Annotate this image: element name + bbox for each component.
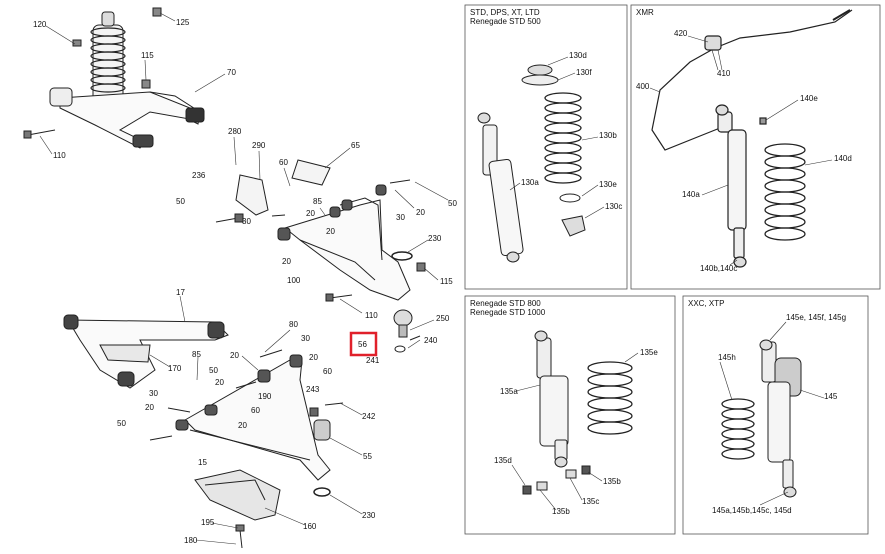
label-115: 115: [440, 277, 453, 286]
label-30: 30: [301, 334, 310, 343]
label-50: 50: [117, 419, 126, 428]
label-130a: 130a: [521, 178, 539, 187]
label-30: 30: [242, 217, 251, 226]
label-135e: 135e: [640, 348, 658, 357]
panel-std-subtitle: Renegade STD 500: [470, 17, 541, 26]
panel-xmr-title: XMR: [636, 8, 654, 17]
label-410: 410: [717, 69, 731, 78]
label-135b: 135b: [552, 507, 570, 516]
label-170: 170: [168, 364, 182, 373]
label-20: 20: [282, 257, 291, 266]
label-420: 420: [674, 29, 688, 38]
label-135b: 135b: [603, 477, 621, 486]
main-labels: 120 125 115 70 110 280 290 60 65 236 50 …: [33, 18, 457, 545]
label-242: 242: [362, 412, 376, 421]
middle-upper-arm-assembly: [215, 159, 426, 353]
panel-xmr: XMR: [630, 4, 881, 290]
panel-ren800-title: Renegade STD 800: [470, 299, 541, 308]
label-110: 110: [53, 151, 66, 160]
highlight-box: [349, 331, 378, 357]
lower-a-arm-assembly: [149, 349, 344, 549]
label-145efg: 145e, 145f, 145g: [786, 313, 846, 322]
label-30: 30: [396, 213, 405, 222]
label-65: 65: [351, 141, 360, 150]
label-50: 50: [448, 199, 457, 208]
label-20: 20: [309, 353, 318, 362]
panel-xxc-title: XXC, XTP: [688, 299, 724, 308]
label-280: 280: [228, 127, 242, 136]
label-20: 20: [145, 403, 154, 412]
label-290: 290: [252, 141, 266, 150]
label-243: 243: [306, 385, 320, 394]
label-85: 85: [192, 350, 201, 359]
label-195: 195: [201, 518, 215, 527]
label-30: 30: [149, 389, 158, 398]
panel-xxc: XXC, XTP 145e, 145f, 145g: [682, 295, 869, 535]
label-241: 241: [366, 356, 380, 365]
label-190: 190: [258, 392, 272, 401]
label-60: 60: [279, 158, 288, 167]
label-230: 230: [428, 234, 442, 243]
label-50: 50: [209, 366, 218, 375]
label-140a: 140a: [682, 190, 700, 199]
label-160: 160: [303, 522, 317, 531]
label-20: 20: [238, 421, 247, 430]
lower-left-assembly: [63, 314, 229, 389]
label-125: 125: [176, 18, 190, 27]
callout-labels: [39, 12, 449, 545]
label-230: 230: [362, 511, 376, 520]
label-55: 55: [363, 452, 372, 461]
label-20: 20: [306, 209, 315, 218]
label-130e: 130e: [599, 180, 617, 189]
label-145: 145: [824, 392, 838, 401]
panel-renegade-800: Renegade STD 800 Renegade STD 1000: [464, 295, 676, 535]
label-80: 80: [289, 320, 298, 329]
label-56: 56: [358, 340, 367, 349]
panel-std: STD, DPS, XT, LTD Renegade STD 500: [464, 4, 628, 290]
label-50: 50: [176, 197, 185, 206]
label-70: 70: [227, 68, 236, 77]
label-180: 180: [184, 536, 198, 545]
upper-left-assembly: [23, 7, 205, 149]
label-400: 400: [636, 82, 650, 91]
label-115: 115: [141, 51, 154, 60]
label-100: 100: [287, 276, 301, 285]
label-120: 120: [33, 20, 47, 29]
label-130d: 130d: [569, 51, 587, 60]
label-130f: 130f: [576, 68, 592, 77]
label-135c: 135c: [582, 497, 599, 506]
panel-std-title: STD, DPS, XT, LTD: [470, 8, 540, 17]
label-250: 250: [436, 314, 450, 323]
label-20: 20: [215, 378, 224, 387]
label-140d: 140d: [834, 154, 852, 163]
label-145abcd: 145a,145b,145c, 145d: [712, 506, 792, 515]
label-145h: 145h: [718, 353, 736, 362]
label-140bc: 140b,140c: [700, 264, 737, 273]
label-236: 236: [192, 171, 206, 180]
label-135d: 135d: [494, 456, 512, 465]
label-240: 240: [424, 336, 438, 345]
label-130c: 130c: [605, 202, 622, 211]
label-140e: 140e: [800, 94, 818, 103]
label-20: 20: [230, 351, 239, 360]
label-20: 20: [416, 208, 425, 217]
panel-ren800-subtitle: Renegade STD 1000: [470, 308, 546, 317]
label-20: 20: [326, 227, 335, 236]
label-130b: 130b: [599, 131, 617, 140]
label-135a: 135a: [500, 387, 518, 396]
label-60: 60: [251, 406, 260, 415]
label-15: 15: [198, 458, 207, 467]
label-85: 85: [313, 197, 322, 206]
label-17: 17: [176, 288, 185, 297]
label-60: 60: [323, 367, 332, 376]
label-110: 110: [365, 311, 378, 320]
